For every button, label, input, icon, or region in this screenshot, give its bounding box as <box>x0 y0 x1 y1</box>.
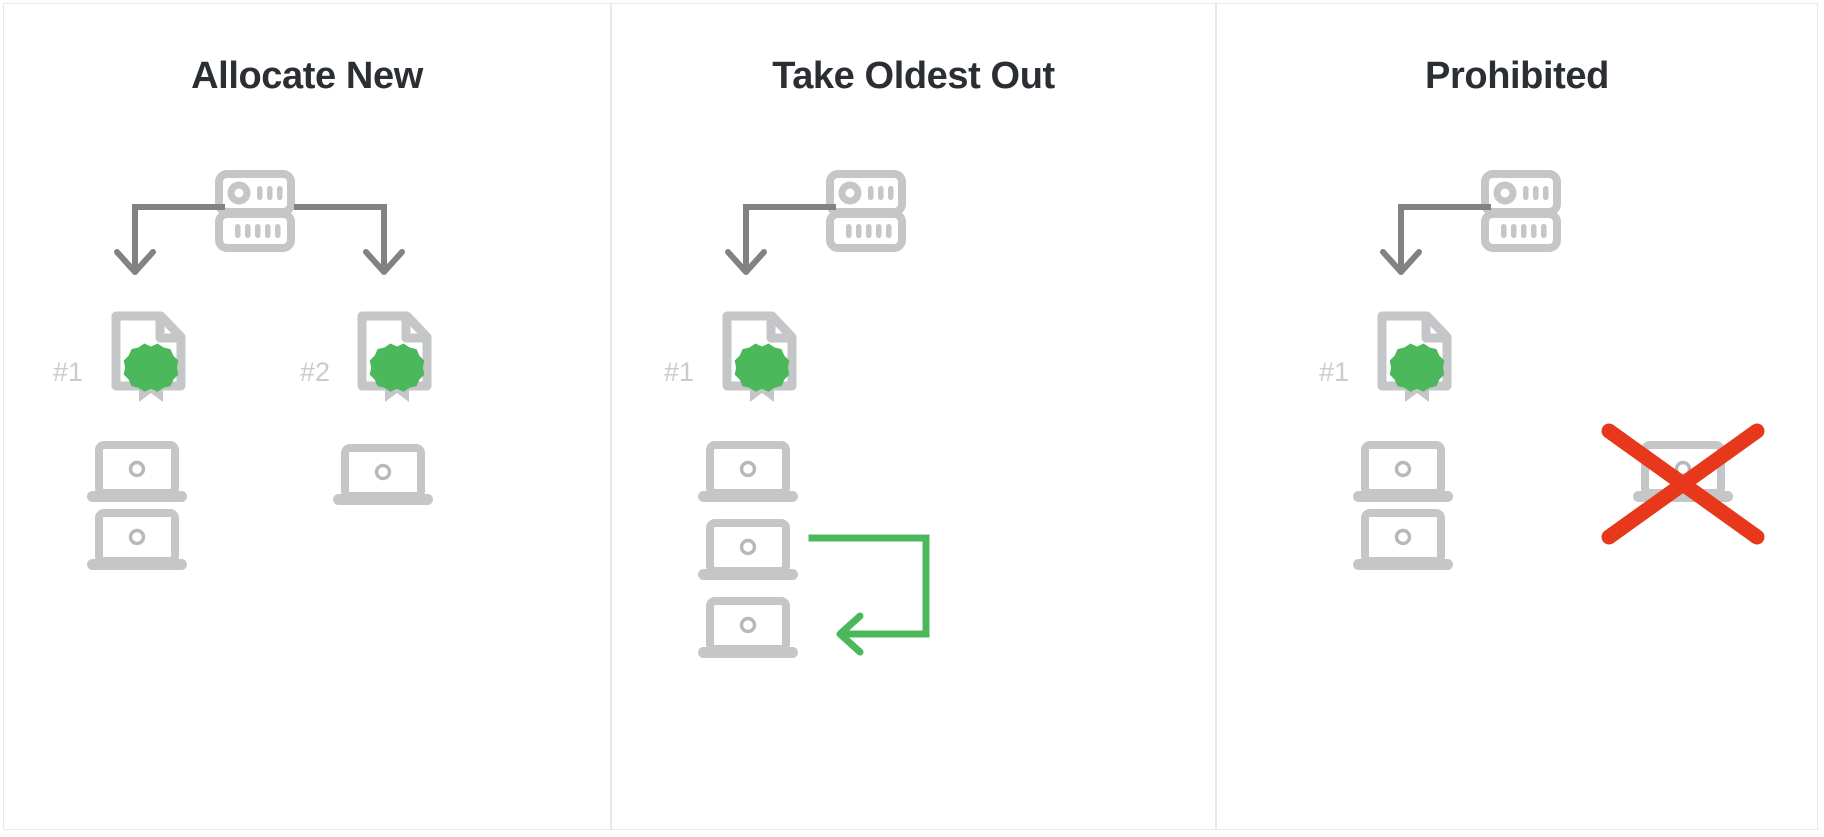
column-prohibited: Prohibited <box>1217 4 1817 829</box>
server-icon <box>1481 170 1561 252</box>
branch-label-1: #1 <box>53 357 84 387</box>
arrow-down-icon-right <box>294 200 405 290</box>
x-mark-icon <box>1601 423 1765 545</box>
server-icon <box>215 170 295 252</box>
column-title-allocate-new: Allocate New <box>191 55 423 97</box>
branch-label-1: #1 <box>664 357 695 387</box>
column-title-prohibited: Prohibited <box>1425 55 1609 97</box>
laptop-icon <box>1351 509 1455 573</box>
certificate-icon <box>720 310 806 406</box>
column-title-take-oldest-out: Take Oldest Out <box>772 55 1055 97</box>
prohibited-laptop-group <box>1601 423 1765 561</box>
recycle-oldest-arrow-icon <box>808 529 1008 656</box>
diagram-card: Allocate New <box>3 3 1818 830</box>
server-icon <box>826 170 906 252</box>
branch-label-1: #1 <box>1319 357 1350 387</box>
arrow-down-icon-left <box>1380 200 1491 290</box>
laptop-icon <box>85 441 189 505</box>
laptop-icon <box>696 519 800 583</box>
certificate-icon <box>1375 310 1461 406</box>
column-take-oldest-out: Take Oldest Out <box>610 4 1217 829</box>
laptop-icon <box>696 441 800 505</box>
certificate-icon <box>109 310 195 406</box>
branch-label-2: #2 <box>300 357 331 387</box>
column-allocate-new: Allocate New <box>4 4 610 829</box>
laptop-icon <box>331 444 435 508</box>
arrow-down-icon-left <box>114 200 225 290</box>
laptop-icon <box>696 597 800 661</box>
arrow-down-icon-left <box>725 200 836 290</box>
certificate-icon <box>355 310 441 406</box>
laptop-icon <box>1351 441 1455 505</box>
laptop-icon <box>85 509 189 573</box>
